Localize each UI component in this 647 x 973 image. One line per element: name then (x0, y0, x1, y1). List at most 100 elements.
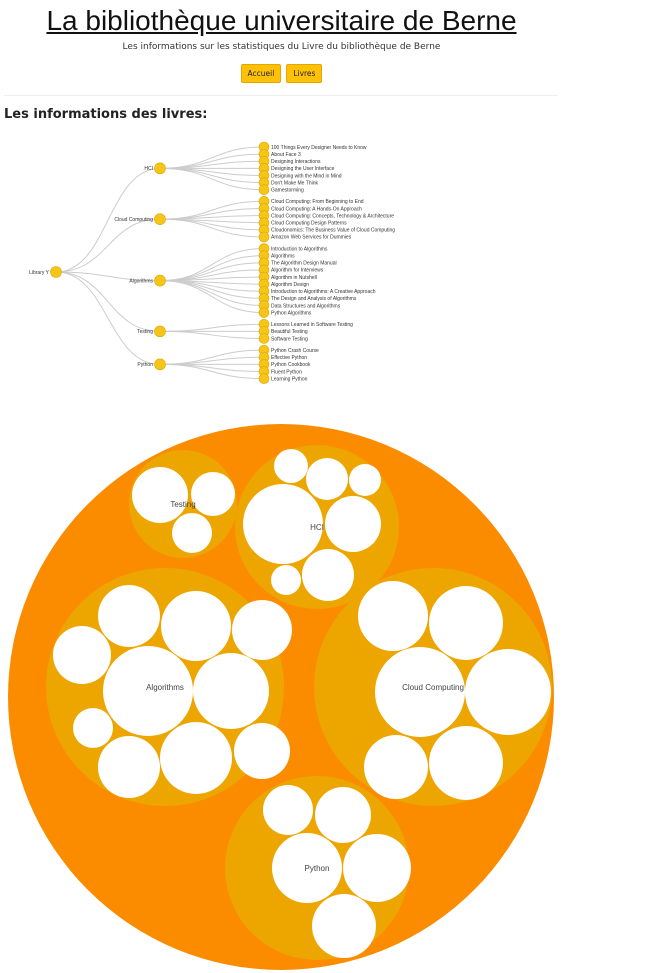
book-node (258, 373, 270, 384)
pack-group-label: Cloud Computing (402, 683, 464, 692)
pack-book-circle (161, 591, 231, 661)
root-node (50, 266, 62, 278)
pack-group: Algorithms (46, 568, 292, 806)
pack-book-circle (429, 726, 503, 800)
book-label: Designing Interactions (271, 159, 321, 165)
book-label: Python Algorithms (271, 310, 312, 316)
book-label: Designing the User Interface (271, 166, 335, 172)
book-label: 100 Things Every Designer Needs to Know (271, 145, 367, 151)
tree-link (159, 330, 265, 339)
pack-book-circle (349, 464, 381, 496)
page-title: La bibliothèque universitaire de Berne (46, 5, 517, 36)
book-label: Algorithm Design (271, 282, 309, 288)
book-label: About Face 3 (271, 152, 301, 158)
pack-book-circle (234, 723, 290, 779)
tree-nodes: 100 Things Every Designer Needs to KnowA… (29, 141, 395, 384)
pack-book-circle (302, 549, 354, 601)
pack-book-circle (193, 653, 269, 729)
book-label: Cloud Computing Design Patterns (271, 221, 347, 227)
category-label: Cloud Computing (114, 217, 153, 223)
pack-book-circle (172, 513, 212, 553)
book-label: The Algorithm Design Manual (271, 261, 337, 267)
pack-book-circle (274, 449, 308, 483)
book-label: Cloud Computing: From Beginning to End (271, 199, 364, 205)
category-label: Algorithms (129, 278, 153, 284)
book-label: Designing with the Mind in Mind (271, 173, 342, 179)
book-label: Python Cookbook (271, 362, 311, 368)
page-subtitle: Les informations sur les statistiques du… (122, 42, 441, 52)
category-node (154, 325, 166, 338)
book-label: Don't Make Me Think (271, 180, 318, 186)
pack-book-circle (232, 600, 292, 660)
category-node (154, 213, 166, 225)
book-node (258, 307, 270, 318)
pack-book-circle (429, 586, 503, 660)
book-label: Fluent Python (271, 369, 302, 375)
nav-bar: Accueil Livres (0, 64, 563, 83)
pack-group: Cloud Computing (314, 568, 552, 806)
tree-link (55, 167, 161, 273)
pack-book-circle (98, 585, 160, 647)
book-label: Data Structures and Algorithms (271, 303, 341, 309)
pack-book-circle (160, 722, 232, 794)
book-label: Algorithm for Interviews (271, 268, 324, 274)
pack-group-label: Python (305, 864, 330, 873)
book-label: Effective Python (271, 355, 307, 361)
section-title: Les informations des livres: (4, 107, 208, 122)
root-label: Library Y (29, 270, 50, 276)
category-label: HCI (144, 166, 153, 172)
pack-book-circle (103, 646, 193, 736)
book-label: The Design and Analysis of Algorithms (271, 296, 357, 302)
category-label: Testing (137, 329, 153, 335)
pack-group: HCI (235, 445, 399, 609)
tree-link (159, 218, 265, 238)
book-label: Introduction to Algorithms (271, 246, 328, 252)
tree-link (55, 271, 161, 332)
pack-book-circle (375, 647, 465, 737)
pack-group: Testing (129, 450, 237, 558)
home-button[interactable]: Accueil (240, 64, 282, 83)
pack-book-circle (272, 833, 342, 903)
pack-book-circle (343, 834, 411, 902)
tree-links (55, 146, 265, 380)
pack-book-circle (263, 785, 313, 835)
pack-book-circle (191, 472, 235, 516)
book-label: Learning Python (271, 376, 308, 382)
book-label: Introduction to Algorithms: A Creative A… (271, 289, 376, 295)
tree-link (159, 363, 265, 380)
book-label: Cloudonomics: The Business Value of Clou… (271, 228, 395, 234)
books-button[interactable]: Livres (286, 64, 323, 83)
book-label: Lessons Learned in Software Testing (271, 322, 353, 328)
book-label: Beautiful Testing (271, 329, 308, 335)
book-node (258, 231, 270, 243)
category-label: Python (137, 362, 153, 368)
pack-book-circle (132, 467, 188, 523)
tree-link (55, 271, 161, 282)
book-label: Software Testing (271, 336, 308, 342)
pack-book-circle (364, 735, 428, 799)
book-label: Amazon Web Services for Dummies (271, 235, 352, 241)
book-label: Algorithm in Nutshell (271, 275, 317, 281)
pack-book-circle (325, 496, 381, 552)
category-node (154, 162, 166, 175)
pack-group-label: Algorithms (146, 683, 184, 692)
tree-link (55, 218, 161, 273)
pack-group-label: HCI (310, 523, 324, 532)
pack-book-circle (73, 708, 113, 748)
pack-book-circle (358, 581, 428, 651)
tree-link (159, 167, 265, 191)
pack-book-circle (243, 484, 323, 564)
pack-book-circle (315, 787, 371, 843)
tree-link (159, 280, 265, 314)
pack-book-circle (271, 565, 301, 595)
book-node (258, 333, 270, 344)
pack-book-circle (53, 626, 111, 684)
tree-link (55, 271, 161, 365)
divider (4, 95, 558, 96)
book-label: Algorithms (271, 253, 295, 259)
book-label: Gamestorming (271, 188, 304, 194)
pack-book-circle (98, 736, 160, 798)
pack-group-label: Testing (170, 500, 195, 509)
